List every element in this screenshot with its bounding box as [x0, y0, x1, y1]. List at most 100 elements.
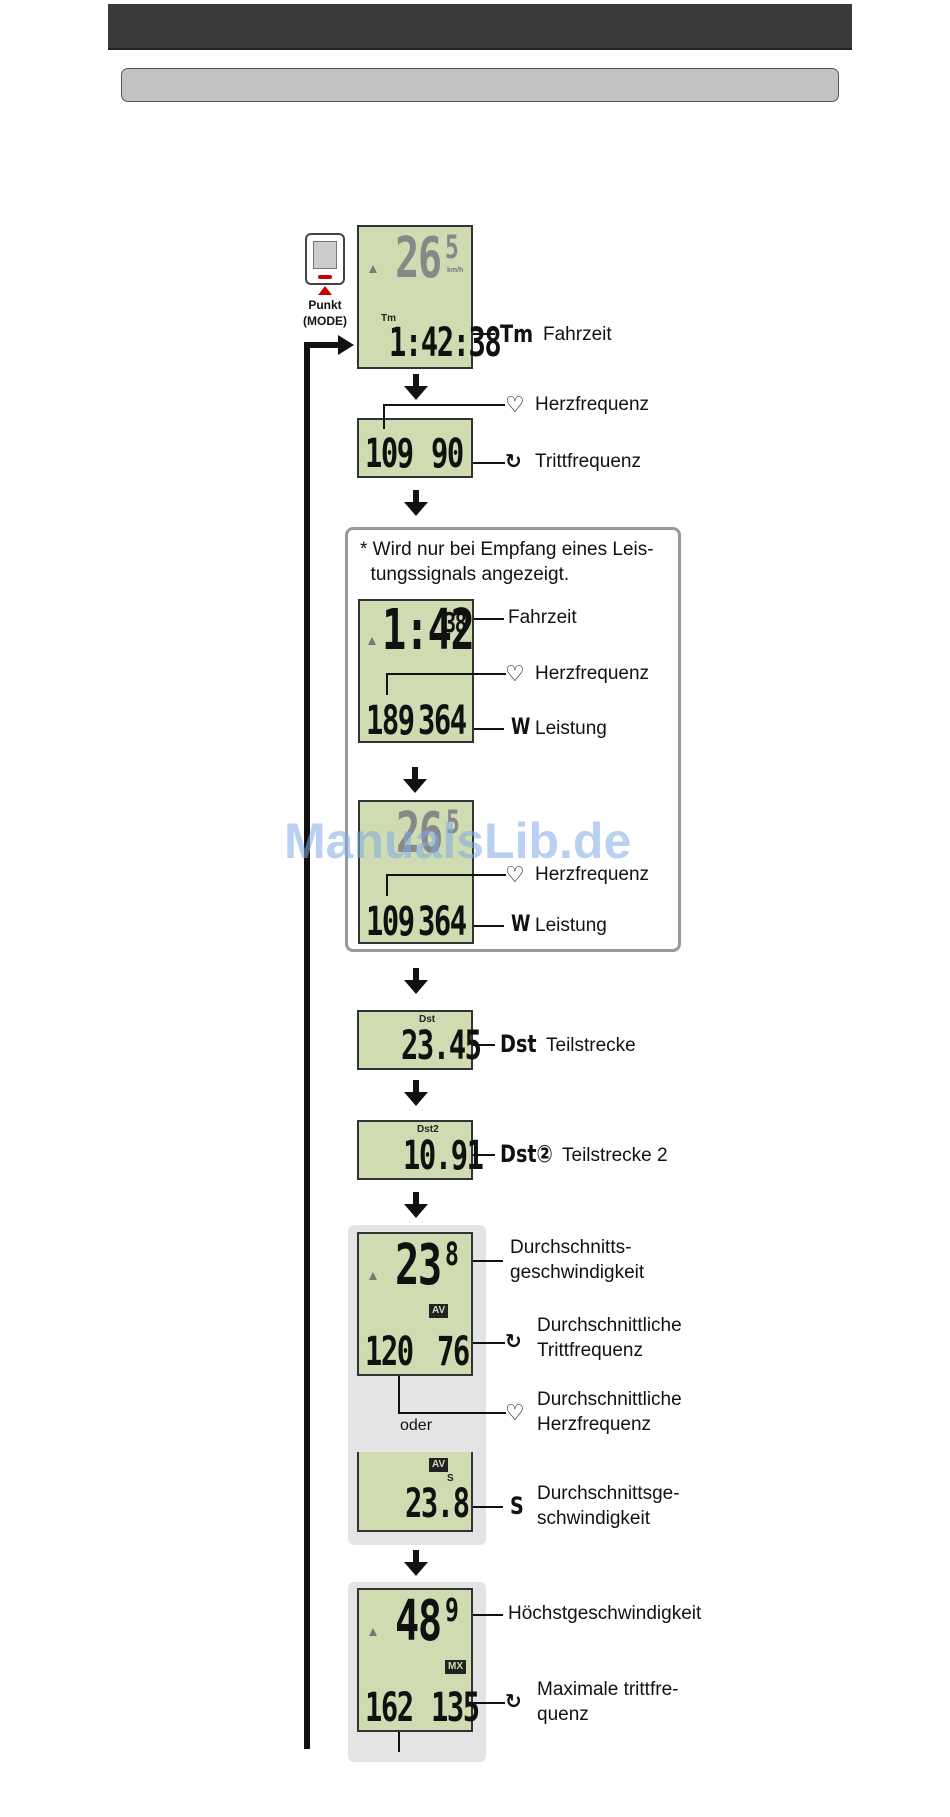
dst-symbol: Dst: [500, 1030, 537, 1058]
header-bar: [108, 4, 852, 50]
label-power: Leistung: [535, 915, 607, 936]
mode-button-sub: (MODE): [303, 313, 347, 328]
mode-button-label: Punkt (MODE): [290, 298, 360, 329]
label-average-speed: Durchschnitts- geschwindigkeit: [510, 1237, 645, 1283]
lcd-avg-speed-decimal: 8: [445, 1235, 459, 1273]
down-arrow-icon: [404, 1080, 428, 1106]
lcd-avg-cadence-digits: 76: [437, 1329, 470, 1375]
lcd-hr-digits: 109: [365, 431, 414, 477]
pointer-line: [474, 618, 504, 620]
tm-symbol: Tm: [500, 320, 534, 348]
pointer-line: [473, 1044, 495, 1046]
pointer-line: [386, 874, 506, 876]
lcd-mx-badge: MX: [445, 1660, 466, 1674]
mode-button-marker: [318, 275, 332, 279]
label-ride-time: Fahrzeit: [543, 324, 612, 345]
lcd-max-hr-digits: 162: [365, 1685, 414, 1731]
loop-line-vertical: [304, 342, 310, 1749]
down-arrow-icon: [404, 968, 428, 994]
pointer-line: [473, 1260, 503, 1262]
lcd-screen-trip-distance-2: Dst2 10.91: [357, 1120, 484, 1180]
lcd-cadence-digits: 90: [431, 431, 464, 477]
lcd-tm-mark: Tm: [381, 313, 396, 324]
label-trip-distance: Teilstrecke: [546, 1035, 636, 1056]
label-heart-rate: Herzfrequenz: [535, 394, 650, 415]
down-arrow-icon: [404, 374, 428, 400]
pointer-line: [474, 728, 504, 730]
heart-icon: ♡: [505, 661, 525, 686]
dst2-symbol: Dst②: [500, 1140, 553, 1168]
pointer-line: [473, 462, 505, 464]
lcd-avg-speed-digits: 23: [395, 1233, 442, 1298]
pointer-line: [473, 1342, 505, 1344]
label-average-heart-rate: Durchschnittliche Herzfrequenz: [537, 1389, 682, 1435]
cadence-icon: ↻: [505, 451, 522, 473]
lcd-avg-speed-digits: 23.8: [405, 1481, 470, 1527]
label-average-speed-2: Durchschnittsge- schwindigkeit: [537, 1483, 680, 1529]
lcd-max-speed-decimal: 9: [445, 1591, 459, 1629]
down-arrow-icon: [403, 767, 427, 793]
down-arrow-icon: [404, 1550, 428, 1576]
label-heart-rate: Herzfrequenz: [535, 663, 650, 684]
lcd-screen-hr-cadence: 109 90: [357, 418, 473, 478]
lcd-trend-icon: [369, 1628, 377, 1636]
lcd-screen-trip-distance: Dst 23.45: [357, 1010, 482, 1070]
pointer-line: [386, 673, 388, 695]
power-section: * Wird nur bei Empfang eines Leis- tungs…: [345, 527, 681, 952]
lcd-speed-decimal: 5: [445, 228, 459, 266]
down-arrow-icon: [404, 490, 428, 516]
lcd-distance-digits: 10.91: [403, 1133, 484, 1179]
or-label: oder: [400, 1417, 433, 1434]
lcd-trend-icon: [369, 265, 377, 273]
label-max-cadence: Maximale trittfre- quenz: [537, 1679, 679, 1725]
heart-icon: ♡: [505, 862, 525, 887]
pointer-line: [398, 1412, 506, 1414]
lcd-screen-average: 23 8 AV 120 76: [357, 1232, 473, 1376]
watt-symbol: W: [511, 912, 531, 937]
press-arrow-icon: [318, 286, 332, 295]
lcd-speed-decimal: 5: [446, 803, 460, 841]
lcd-power-digits: 364: [418, 698, 467, 744]
label-cadence: Trittfrequenz: [535, 451, 641, 472]
lcd-screen-power-time: 1:42 38 189 364: [358, 599, 475, 744]
lcd-avg-hr-digits: 120: [365, 1329, 414, 1375]
lcd-speed-digits: 26: [395, 226, 442, 291]
lcd-trend-icon: [369, 1272, 377, 1280]
lcd-distance-digits: 23.45: [401, 1023, 482, 1069]
device-screen: [313, 241, 337, 269]
lcd-max-cadence-digits: 135: [431, 1685, 480, 1731]
label-trip-distance-2: Teilstrecke 2: [562, 1145, 668, 1166]
pointer-line: [383, 404, 505, 406]
pointer-line: [386, 874, 388, 896]
pointer-line: [473, 1506, 503, 1508]
speed-s-symbol: S: [510, 1492, 524, 1520]
label-max-speed: Höchstgeschwindigkeit: [508, 1603, 702, 1624]
pointer-line: [398, 1732, 400, 1752]
lcd-hr-digits: 189: [366, 698, 415, 744]
pointer-line: [473, 333, 495, 335]
lcd-hr-digits: 109: [366, 899, 415, 945]
lcd-s-mark: S: [447, 1473, 454, 1484]
mode-button-name: Punkt: [308, 298, 342, 312]
label-heart-rate: Herzfrequenz: [535, 864, 650, 885]
pointer-line: [473, 1614, 503, 1616]
watt-symbol: W: [511, 715, 531, 740]
lcd-screen-power-speed: 26 5 109 364: [358, 800, 474, 944]
label-power: Leistung: [535, 718, 607, 739]
lcd-av-badge: AV: [429, 1304, 449, 1318]
lcd-screen-maximum: 48 9 MX 162 135: [357, 1588, 480, 1732]
pointer-line: [386, 673, 506, 675]
watermark: ManualsLib.de: [284, 813, 632, 869]
lcd-power-digits: 364: [418, 899, 467, 945]
section-bar: [121, 68, 839, 102]
lcd-time-digits: 1:42:38: [389, 320, 502, 366]
lcd-screen-average-speed: AV S 23.8: [357, 1452, 473, 1532]
lcd-av-badge: AV: [429, 1458, 449, 1472]
lcd-dst-mark: Dst: [419, 1014, 436, 1025]
cadence-icon: ↻: [505, 1691, 522, 1713]
lcd-speed-digits: 26: [396, 801, 443, 866]
lcd-seconds-digits: 38: [444, 606, 467, 639]
label-ride-time-power: Fahrzeit: [508, 607, 577, 628]
heart-icon: ♡: [505, 392, 525, 417]
lcd-screen-ride-time: 26 5 km/h Tm 1:42:38: [357, 225, 502, 369]
